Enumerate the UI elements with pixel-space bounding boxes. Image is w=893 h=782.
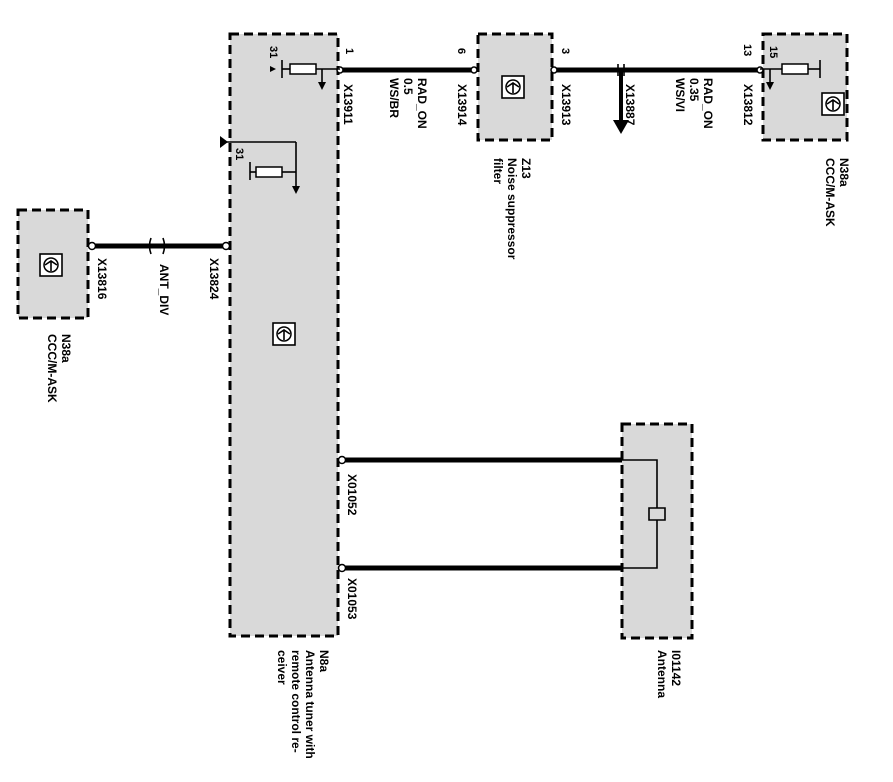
- i01142-id: I01142: [669, 650, 683, 686]
- n38a-left-id: N38a: [59, 334, 73, 363]
- n38a-right-id: N38a: [837, 158, 851, 187]
- wire1-signal: RAD_ON: [415, 78, 429, 129]
- antenna-symbol-icon: [622, 459, 666, 569]
- n8a-desc-1: Antenna tuner with: [303, 650, 317, 759]
- wire2-signal: RAD_ON: [701, 78, 715, 129]
- connector-x13816: X13816: [95, 258, 109, 300]
- z13-desc-2: filter: [491, 158, 505, 184]
- i01142-name: Antenna: [655, 650, 669, 698]
- pin-3: 3: [559, 48, 571, 54]
- connector-x13812: X13812: [741, 84, 755, 126]
- z13-desc-1: Noise suppressor: [505, 158, 519, 260]
- module-symbol-z13-icon: [501, 75, 525, 99]
- resistor-pin15-icon: [760, 60, 821, 90]
- module-symbol-n38a-right-icon: [821, 92, 845, 116]
- connector-x01053: X01053: [345, 578, 359, 620]
- wire1-size: 0.5: [401, 78, 415, 95]
- pin-31-mid: 31: [233, 148, 245, 160]
- wire3-signal: ANT_DIV: [157, 264, 171, 315]
- n38a-left-name: CCC/M-ASK: [45, 334, 59, 403]
- connector-x13914: X13914: [455, 84, 469, 126]
- connector-x01052: X01052: [345, 474, 359, 516]
- n8a-desc-2: remote control re-: [289, 650, 303, 753]
- connector-x13824: X13824: [207, 258, 221, 300]
- ccc-m-ask-right-box: [761, 32, 849, 142]
- connector-x13887: X13887: [623, 84, 637, 126]
- pin-31-top: 31: [267, 46, 279, 58]
- wire-antenna: [337, 455, 622, 573]
- connector-x13911: X13911: [341, 84, 355, 125]
- wire2-size: 0.35: [687, 78, 701, 102]
- z13-id: Z13: [519, 158, 533, 179]
- wire1-color: WS/BR: [387, 78, 401, 118]
- n8a-id: N8a: [317, 650, 331, 672]
- pin-15: 15: [767, 46, 779, 58]
- branch-arrow-icon: [613, 120, 629, 134]
- pin-13: 13: [741, 44, 753, 56]
- resistor-pin31-mid-icon: [220, 136, 300, 194]
- n38a-right-name: CCC/M-ASK: [823, 158, 837, 227]
- wire-rad-on: [336, 64, 764, 134]
- module-symbol-n38a-left-icon: [39, 253, 63, 277]
- pin-6: 6: [455, 48, 467, 54]
- pin-1: 1: [343, 48, 355, 54]
- wire2-color: WS/VI: [673, 78, 687, 112]
- wire-ant-div: [87, 237, 231, 255]
- resistor-pin31-top-icon: [270, 60, 340, 90]
- connector-x13913: X13913: [559, 84, 573, 126]
- n8a-desc-3: ceiver: [275, 650, 289, 685]
- module-symbol-n8a-icon: [272, 322, 296, 346]
